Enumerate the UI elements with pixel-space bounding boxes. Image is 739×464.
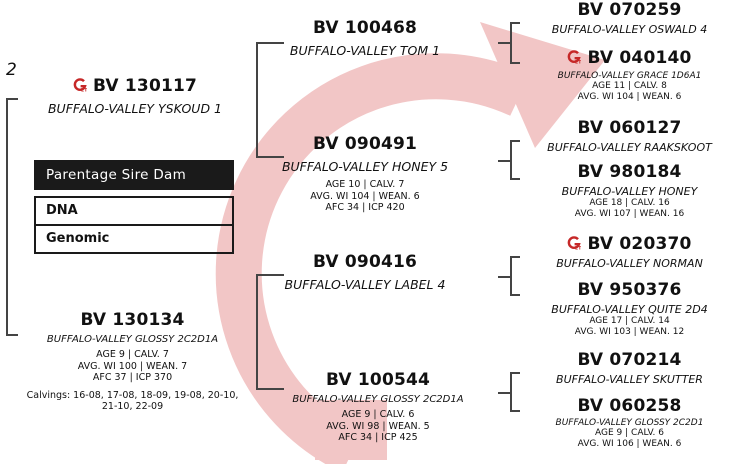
sire-block: BV 100468 BUFFALO-VALLEY TOM 1 bbox=[250, 18, 480, 58]
label4-name: BUFFALO-VALLEY LABEL 4 bbox=[250, 277, 480, 292]
right-6-stats-2: AVG. WI 103 | WEAN. 12 bbox=[520, 327, 739, 338]
right-4-id: BV 980184 bbox=[520, 162, 739, 182]
subject-bracket bbox=[6, 98, 8, 336]
subject-id-text: BV 130117 bbox=[93, 76, 197, 96]
bracket-right-1-bottom bbox=[510, 62, 520, 64]
right-2-stats-2: AVG. WI 104 | WEAN. 6 bbox=[520, 92, 739, 103]
bracket-right-3-top bbox=[510, 256, 520, 258]
right-2-id-text: BV 040140 bbox=[587, 48, 691, 68]
legend-dna: DNA bbox=[36, 198, 232, 224]
bracket-right-2-stem bbox=[498, 160, 510, 162]
right-8-name: BUFFALO-VALLEY GLOSSY 2C2D1 bbox=[520, 418, 739, 428]
right-6-stats-1: AGE 17 | CALV. 14 bbox=[520, 316, 739, 327]
right-2-id: ET BV 040140 bbox=[520, 48, 739, 68]
right-1-name: BUFFALO-VALLEY OSWALD 4 bbox=[520, 23, 739, 36]
bracket-right-2-bottom bbox=[510, 178, 520, 180]
right-5-id-text: BV 020370 bbox=[587, 234, 691, 254]
bracket-right-3 bbox=[510, 256, 512, 296]
bracket-right-2-top bbox=[510, 140, 520, 142]
subject-id: ET BV 130117 bbox=[0, 76, 270, 96]
damdam-stats-2: AVG. WI 98 | WEAN. 5 bbox=[268, 421, 488, 433]
bracket-right-1 bbox=[510, 22, 512, 64]
center-stats-2: AVG. WI 104 | WEAN. 6 bbox=[250, 191, 480, 203]
right-8-stats-2: AVG. WI 106 | WEAN. 6 bbox=[520, 439, 739, 450]
subject-block: ET BV 130117 BUFFALO-VALLEY YSKOUD 1 bbox=[0, 76, 270, 116]
subject-name: BUFFALO-VALLEY YSKOUD 1 bbox=[0, 101, 270, 116]
sire-name: BUFFALO-VALLEY TOM 1 bbox=[250, 43, 480, 58]
center-stats-1: AGE 10 | CALV. 7 bbox=[250, 179, 480, 191]
damdam-stats-1: AGE 9 | CALV. 6 bbox=[268, 409, 488, 421]
damdam-stats-3: AFC 34 | ICP 425 bbox=[268, 432, 488, 444]
right-ancestor-5: ET BV 020370 BUFFALO-VALLEY NORMAN bbox=[520, 234, 739, 270]
bracket-right-4-top bbox=[510, 372, 520, 374]
right-3-name: BUFFALO-VALLEY RAAKSKOOT bbox=[520, 141, 739, 154]
legend: Parentage Sire Dam DNA Genomic bbox=[34, 160, 234, 254]
damdam-id: BV 100544 bbox=[268, 370, 488, 390]
bracket-right-4-stem bbox=[498, 392, 510, 394]
bracket-right-4-bottom bbox=[510, 410, 520, 412]
label4-id: BV 090416 bbox=[250, 252, 480, 272]
right-4-name: BUFFALO-VALLEY HONEY bbox=[520, 185, 739, 198]
center-block: BV 090491 BUFFALO-VALLEY HONEY 5 AGE 10 … bbox=[250, 134, 480, 214]
right-6-id: BV 950376 bbox=[520, 280, 739, 300]
svg-text:ET: ET bbox=[575, 246, 581, 251]
bracket-right-2 bbox=[510, 140, 512, 180]
right-8-id: BV 060258 bbox=[520, 396, 739, 416]
dam-stats-1: AGE 9 | CALV. 7 bbox=[0, 349, 265, 361]
sire-id: BV 100468 bbox=[250, 18, 480, 38]
right-ancestor-2: ET BV 040140 BUFFALO-VALLEY GRACE 1D6A1 A… bbox=[520, 48, 739, 102]
dam-id: BV 130134 bbox=[0, 310, 265, 330]
right-3-id: BV 060127 bbox=[520, 118, 739, 138]
right-8-stats-1: AGE 9 | CALV. 6 bbox=[520, 428, 739, 439]
right-2-name: BUFFALO-VALLEY GRACE 1D6A1 bbox=[520, 71, 739, 81]
right-ancestor-7: BV 070214 BUFFALO-VALLEY SKUTTER bbox=[520, 350, 739, 386]
right-ancestor-4: BV 980184 BUFFALO-VALLEY HONEY AGE 18 | … bbox=[520, 162, 739, 219]
right-2-stats-1: AGE 11 | CALV. 8 bbox=[520, 81, 739, 92]
bracket-right-3-stem bbox=[498, 276, 510, 278]
right-7-name: BUFFALO-VALLEY SKUTTER bbox=[520, 373, 739, 386]
right-7-id: BV 070214 bbox=[520, 350, 739, 370]
dam-stats-3: AFC 37 | ICP 370 bbox=[0, 372, 265, 384]
right-ancestor-3: BV 060127 BUFFALO-VALLEY RAAKSKOOT bbox=[520, 118, 739, 154]
genomic-g-icon: ET bbox=[567, 50, 581, 64]
dam-block: BV 130134 BUFFALO-VALLEY GLOSSY 2C2D1A A… bbox=[0, 310, 265, 413]
legend-genomic: Genomic bbox=[36, 224, 232, 252]
dam-name: BUFFALO-VALLEY GLOSSY 2C2D1A bbox=[0, 334, 265, 345]
right-5-name: BUFFALO-VALLEY NORMAN bbox=[520, 257, 739, 270]
bracket-right-4 bbox=[510, 372, 512, 412]
svg-text:ET: ET bbox=[575, 60, 581, 65]
bracket-right-1-stem bbox=[498, 42, 510, 44]
right-6-name: BUFFALO-VALLEY QUITE 2D4 bbox=[520, 303, 739, 316]
label4-block: BV 090416 BUFFALO-VALLEY LABEL 4 bbox=[250, 252, 480, 292]
right-5-id: ET BV 020370 bbox=[520, 234, 739, 254]
damdam-name: BUFFALO-VALLEY GLOSSY 2C2D1A bbox=[268, 394, 488, 405]
legend-box: DNA Genomic bbox=[34, 196, 234, 254]
right-1-id: BV 070259 bbox=[520, 0, 739, 20]
bracket-right-3-bottom bbox=[510, 294, 520, 296]
svg-text:ET: ET bbox=[81, 88, 87, 93]
damdam-block: BV 100544 BUFFALO-VALLEY GLOSSY 2C2D1A A… bbox=[268, 370, 488, 444]
legend-header: Parentage Sire Dam bbox=[34, 160, 234, 190]
right-4-stats-1: AGE 18 | CALV. 16 bbox=[520, 198, 739, 209]
center-name: BUFFALO-VALLEY HONEY 5 bbox=[250, 159, 480, 174]
dam-calvings-1: Calvings: 16-08, 17-08, 18-09, 19-08, 20… bbox=[0, 390, 265, 402]
right-4-stats-2: AVG. WI 107 | WEAN. 16 bbox=[520, 209, 739, 220]
center-stats-3: AFC 34 | ICP 420 bbox=[250, 202, 480, 214]
center-id: BV 090491 bbox=[250, 134, 480, 154]
genomic-g-icon: ET bbox=[73, 78, 87, 92]
right-ancestor-8: BV 060258 BUFFALO-VALLEY GLOSSY 2C2D1 AG… bbox=[520, 396, 739, 449]
right-ancestor-6: BV 950376 BUFFALO-VALLEY QUITE 2D4 AGE 1… bbox=[520, 280, 739, 337]
bracket-right-1-top bbox=[510, 22, 520, 24]
genomic-g-icon: ET bbox=[567, 236, 581, 250]
dam-calvings-2: 21-10, 22-09 bbox=[0, 401, 265, 413]
dam-stats-2: AVG. WI 100 | WEAN. 7 bbox=[0, 361, 265, 373]
right-ancestor-1: BV 070259 BUFFALO-VALLEY OSWALD 4 bbox=[520, 0, 739, 36]
